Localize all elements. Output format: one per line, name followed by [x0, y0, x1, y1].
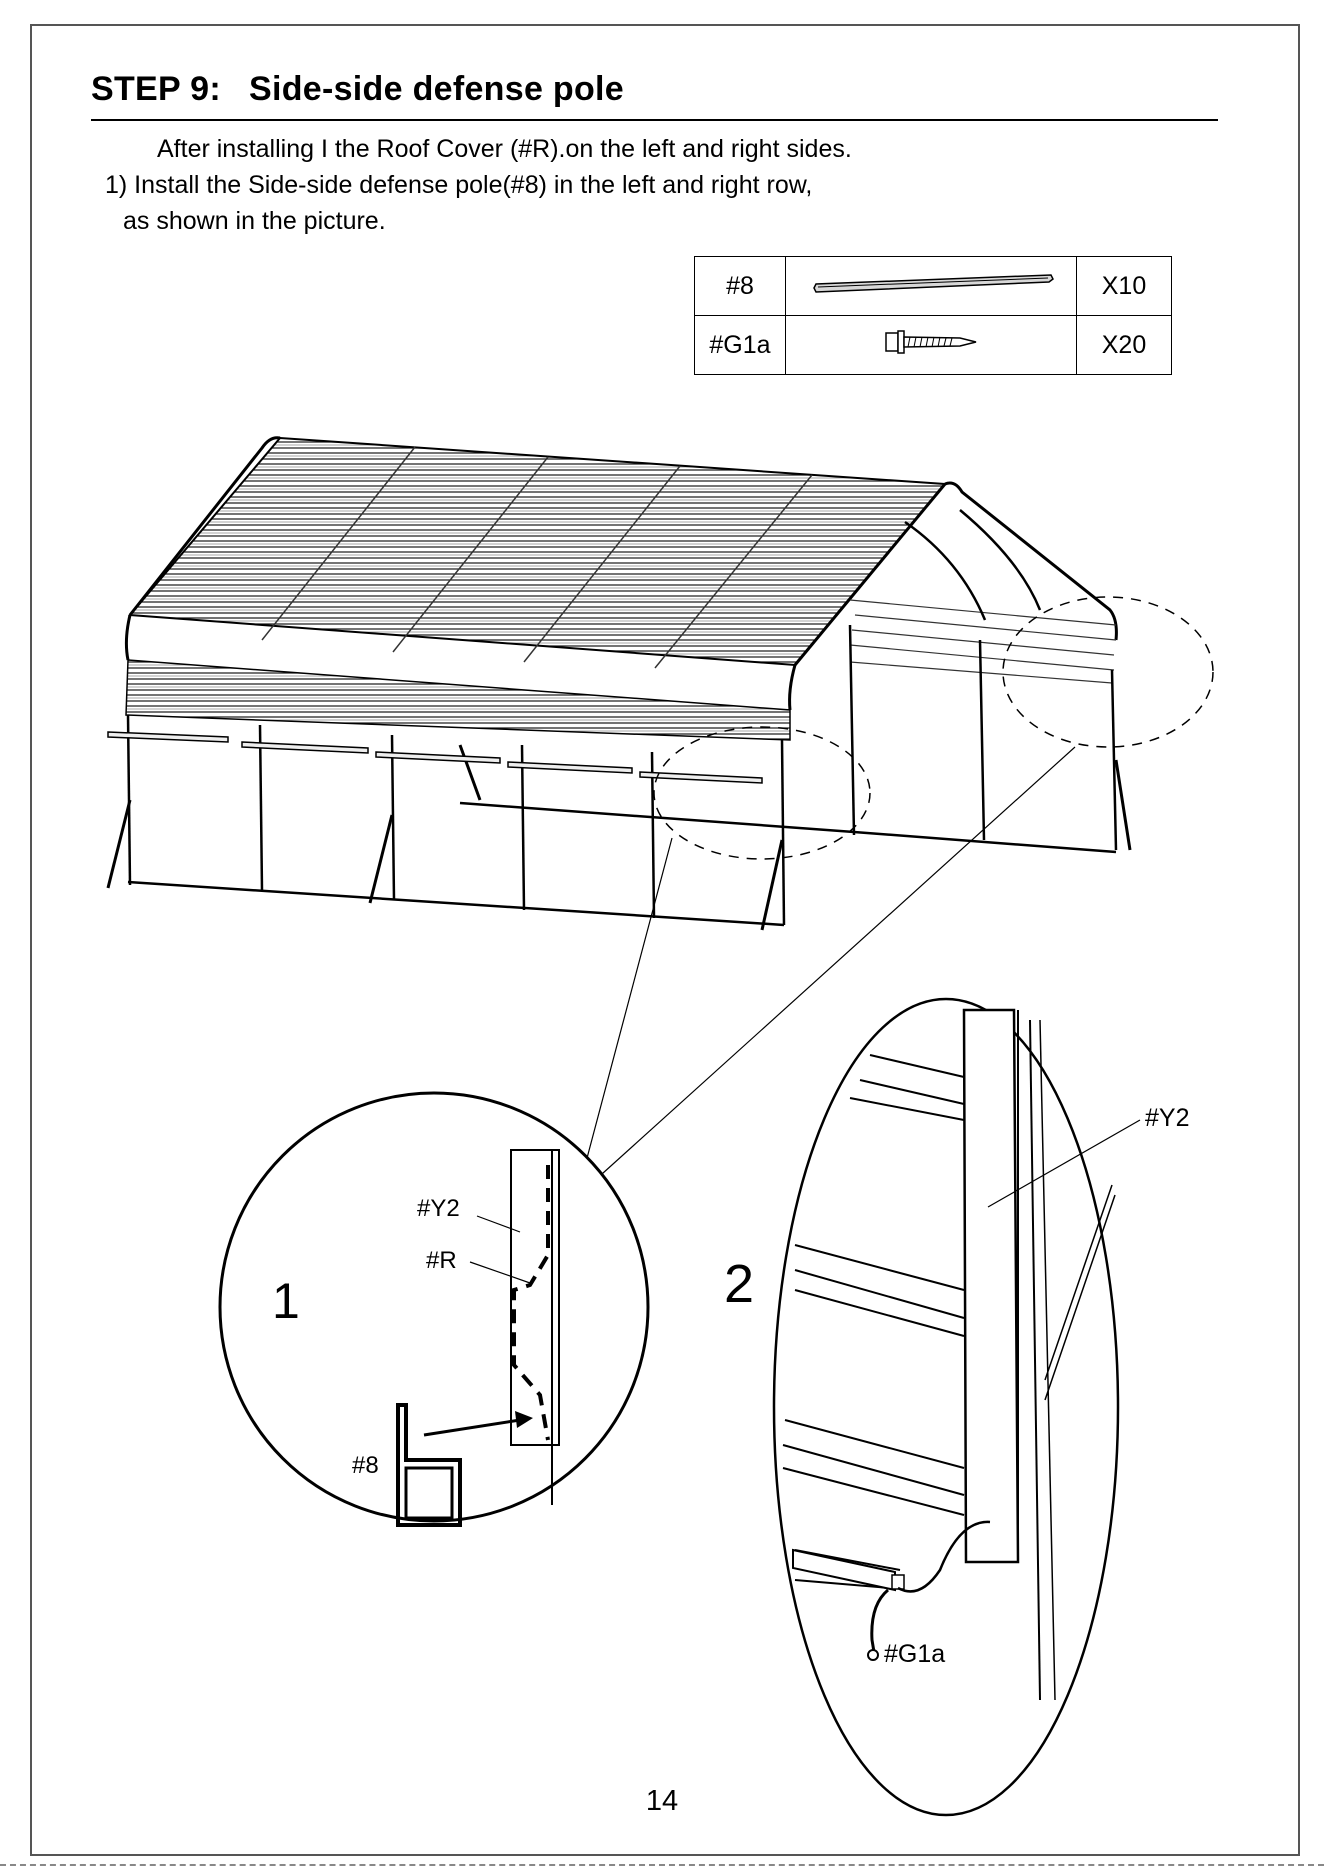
detail-1-callout-area: [654, 727, 870, 859]
detail-1-pole-label: #8: [352, 1452, 379, 1480]
page-number: 14: [0, 1785, 1324, 1818]
detail-1-r-label: #R: [426, 1247, 457, 1275]
detail-2-screw-label: #G1a: [884, 1640, 945, 1669]
detail-2-y2-label: #Y2: [1145, 1104, 1189, 1133]
side-wall-upper: [126, 660, 790, 740]
side-defense-poles: [108, 732, 762, 783]
detail-1-number: 1: [272, 1272, 300, 1330]
detail-2: [774, 999, 1140, 1815]
detail-2-callout-area: [1003, 597, 1213, 747]
detail-2-number: 2: [724, 1253, 754, 1315]
detail-1-y2-label: #Y2: [417, 1195, 460, 1223]
